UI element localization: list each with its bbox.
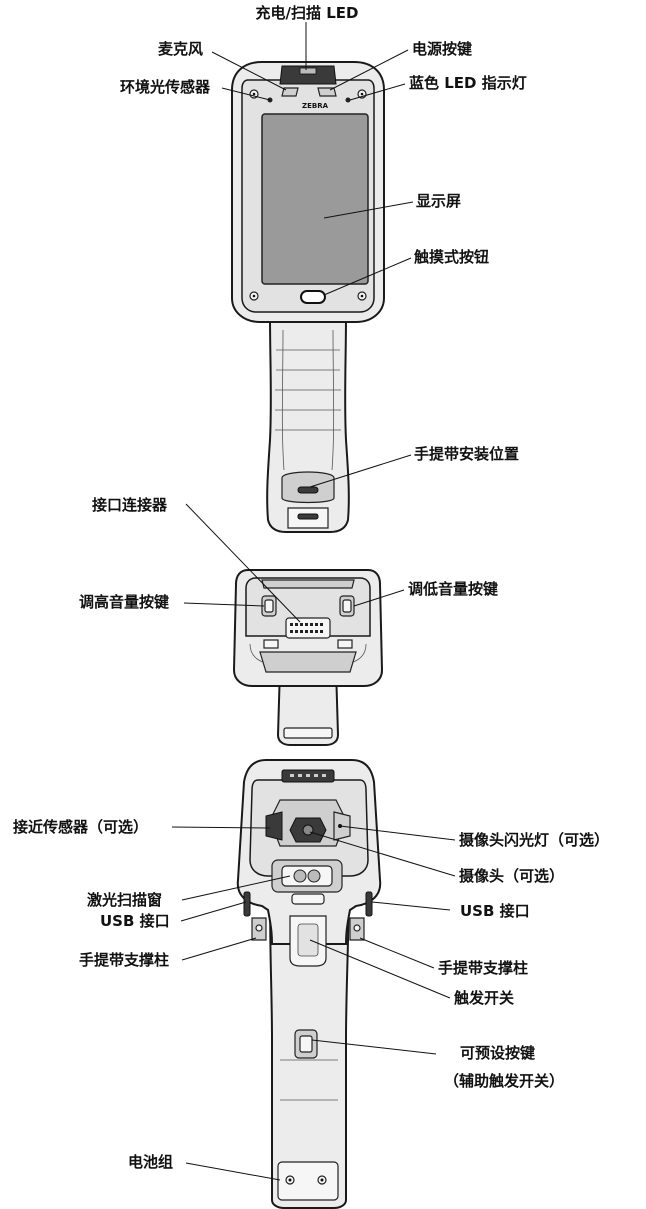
label-lanyard-post-right: 手提带支撑柱 bbox=[438, 959, 528, 977]
camera-lens bbox=[302, 824, 314, 836]
label-microphone: 麦克风 bbox=[158, 40, 203, 58]
proximity-sensor bbox=[265, 811, 283, 841]
battery-door bbox=[277, 1161, 339, 1201]
label-usb-left: USB 接口 bbox=[100, 912, 170, 930]
display-screen bbox=[261, 113, 369, 285]
power-key bbox=[317, 87, 337, 97]
bottom-view bbox=[232, 569, 384, 746]
label-volume-up: 调高音量按键 bbox=[79, 593, 169, 611]
bottom-stub bbox=[276, 667, 340, 746]
label-trigger: 触发开关 bbox=[454, 989, 514, 1007]
usb-port-right bbox=[365, 891, 373, 917]
leader-lines bbox=[171, 22, 456, 1181]
label-lanyard-position: 手提带安装位置 bbox=[414, 445, 519, 463]
blue-led bbox=[345, 97, 351, 103]
label-ambient-light-sensor: 环境光传感器 bbox=[120, 78, 211, 96]
label-programmable-key: 可预设按键 bbox=[460, 1044, 535, 1062]
label-scan-window: 激光扫描窗 bbox=[87, 891, 162, 909]
interface-connector bbox=[285, 617, 331, 639]
label-camera-flash: 摄像头闪光灯（可选） bbox=[459, 831, 609, 849]
front-view: ZEBRA bbox=[231, 61, 385, 533]
top-led-bar bbox=[279, 65, 337, 85]
label-blue-led: 蓝色 LED 指示灯 bbox=[409, 74, 527, 92]
label-camera: 摄像头（可选） bbox=[459, 867, 564, 885]
labels: 充电/扫描 LED 麦克风 电源按键 环境光传感器 蓝色 LED 指示灯 显示屏… bbox=[13, 4, 609, 1171]
brand-logo: ZEBRA bbox=[302, 102, 329, 110]
label-touch-button: 触摸式按钮 bbox=[414, 248, 489, 266]
label-usb-right: USB 接口 bbox=[460, 902, 530, 920]
label-lanyard-post-left: 手提带支撑柱 bbox=[79, 951, 169, 969]
label-volume-down: 调低音量按键 bbox=[408, 580, 498, 598]
back-view bbox=[236, 759, 382, 1209]
label-charge-scan-led: 充电/扫描 LED bbox=[256, 4, 359, 22]
label-battery: 电池组 bbox=[128, 1153, 173, 1171]
touch-button bbox=[300, 290, 326, 304]
charge-scan-led bbox=[299, 67, 317, 75]
label-programmable-key-sub: （辅助触发开关） bbox=[444, 1072, 564, 1090]
label-interface-connector: 接口连接器 bbox=[92, 496, 168, 514]
label-display: 显示屏 bbox=[416, 192, 461, 210]
label-power-key: 电源按键 bbox=[412, 40, 472, 58]
usb-port-left bbox=[243, 891, 251, 917]
label-proximity-sensor: 接近传感器（可选） bbox=[13, 818, 148, 836]
